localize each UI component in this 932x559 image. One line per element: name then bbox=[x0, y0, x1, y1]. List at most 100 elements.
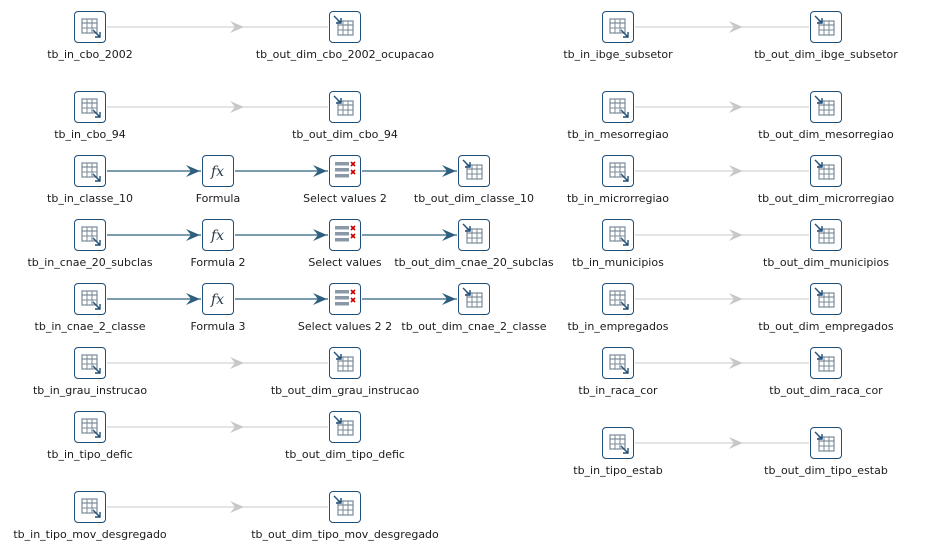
step-s23[interactable]: tb_in_ibge_subsetor bbox=[558, 11, 678, 65]
table-input-icon[interactable] bbox=[74, 347, 106, 379]
table-input-icon[interactable] bbox=[74, 91, 106, 123]
table-input-icon[interactable] bbox=[602, 219, 634, 251]
hop-arrow-icon bbox=[230, 501, 245, 513]
step-s15[interactable]: Select values 2 2 bbox=[285, 283, 405, 337]
step-s25[interactable]: tb_in_mesorregiao bbox=[558, 91, 678, 145]
table-output-icon[interactable] bbox=[810, 155, 842, 187]
step-s19[interactable]: tb_in_tipo_defic bbox=[30, 411, 150, 465]
step-s2[interactable]: tb_out_dim_cbo_2002_ocupacao bbox=[256, 11, 434, 65]
step-label: tb_out_dim_classe_10 bbox=[413, 192, 535, 205]
step-s1[interactable]: tb_in_cbo_2002 bbox=[30, 11, 150, 65]
table-input-icon[interactable] bbox=[602, 427, 634, 459]
step-s26[interactable]: tb_out_dim_mesorregiao bbox=[758, 91, 894, 145]
table-input-icon[interactable] bbox=[74, 411, 106, 443]
step-s9[interactable]: tb_in_cnae_20_subclas bbox=[27, 219, 153, 273]
step-s4[interactable]: tb_out_dim_cbo_94 bbox=[285, 91, 405, 145]
step-s27[interactable]: tb_in_microrregiao bbox=[558, 155, 678, 209]
step-s20[interactable]: tb_out_dim_tipo_defic bbox=[285, 411, 405, 465]
step-label: tb_out_dim_municipios bbox=[763, 256, 889, 269]
table-output-icon[interactable] bbox=[329, 347, 361, 379]
table-input-icon[interactable] bbox=[74, 491, 106, 523]
table-output-icon[interactable] bbox=[810, 347, 842, 379]
step-s35[interactable]: tb_in_tipo_estab bbox=[558, 427, 678, 481]
step-label: tb_in_mesorregiao bbox=[567, 128, 669, 141]
table-output-icon[interactable] bbox=[329, 91, 361, 123]
table-input-icon[interactable] bbox=[602, 347, 634, 379]
svg-text:fx: fx bbox=[210, 228, 224, 244]
table-output-icon[interactable] bbox=[458, 155, 490, 187]
select-values-icon[interactable] bbox=[329, 155, 361, 187]
step-label: tb_in_cbo_94 bbox=[54, 128, 126, 141]
step-s16[interactable]: tb_out_dim_cnae_2_classe bbox=[401, 283, 547, 337]
step-s29[interactable]: tb_in_municipios bbox=[558, 219, 678, 273]
formula-icon[interactable]: fx bbox=[202, 155, 234, 187]
step-s12[interactable]: tb_out_dim_cnae_20_subclas bbox=[394, 219, 554, 273]
table-input-icon[interactable] bbox=[602, 91, 634, 123]
formula-icon[interactable]: fx bbox=[202, 219, 234, 251]
table-output-icon[interactable] bbox=[458, 219, 490, 251]
select-values-icon[interactable] bbox=[329, 219, 361, 251]
step-s17[interactable]: tb_in_grau_instrucao bbox=[30, 347, 150, 401]
table-output-icon[interactable] bbox=[810, 427, 842, 459]
svg-text:fx: fx bbox=[210, 292, 224, 308]
step-label: Select values 2 2 bbox=[297, 320, 393, 333]
table-input-icon[interactable] bbox=[74, 219, 106, 251]
step-s32[interactable]: tb_out_dim_empregados bbox=[758, 283, 894, 337]
step-s28[interactable]: tb_out_dim_microrregiao bbox=[758, 155, 894, 209]
table-input-icon[interactable] bbox=[602, 11, 634, 43]
hop-arrow-icon bbox=[728, 357, 743, 369]
step-s18[interactable]: tb_out_dim_grau_instrucao bbox=[271, 347, 419, 401]
step-s11[interactable]: Select values bbox=[285, 219, 405, 273]
step-label: tb_out_dim_microrregiao bbox=[757, 192, 895, 205]
step-s36[interactable]: tb_out_dim_tipo_estab bbox=[764, 427, 888, 481]
table-output-icon[interactable] bbox=[810, 219, 842, 251]
step-s13[interactable]: tb_in_cnae_2_classe bbox=[30, 283, 150, 337]
step-label: Select values bbox=[308, 256, 382, 269]
step-label: tb_in_microrregiao bbox=[566, 192, 670, 205]
step-s21[interactable]: tb_in_tipo_mov_desgregado bbox=[13, 491, 167, 545]
select-values-icon[interactable] bbox=[329, 283, 361, 315]
svg-text:fx: fx bbox=[210, 164, 224, 180]
step-s22[interactable]: tb_out_dim_tipo_mov_desgregado bbox=[251, 491, 439, 545]
step-s7[interactable]: Select values 2 bbox=[285, 155, 405, 209]
step-label: tb_in_municipios bbox=[572, 256, 664, 269]
table-input-icon[interactable] bbox=[74, 11, 106, 43]
step-label: tb_out_dim_cnae_2_classe bbox=[401, 320, 547, 333]
step-s5[interactable]: tb_in_classe_10 bbox=[30, 155, 150, 209]
step-s34[interactable]: tb_out_dim_raca_cor bbox=[766, 347, 886, 401]
step-s33[interactable]: tb_in_raca_cor bbox=[558, 347, 678, 401]
step-label: Formula 2 bbox=[190, 256, 246, 269]
step-label: tb_out_dim_tipo_estab bbox=[764, 464, 888, 477]
step-label: tb_out_dim_raca_cor bbox=[769, 384, 883, 397]
hop-arrow-icon bbox=[728, 229, 743, 241]
step-label: tb_in_ibge_subsetor bbox=[563, 48, 673, 61]
hop-arrow-icon bbox=[728, 165, 743, 177]
step-s24[interactable]: tb_out_dim_ibge_subsetor bbox=[754, 11, 898, 65]
table-input-icon[interactable] bbox=[602, 283, 634, 315]
hop-arrow-icon bbox=[230, 421, 245, 433]
table-output-icon[interactable] bbox=[329, 11, 361, 43]
formula-icon[interactable]: fx bbox=[202, 283, 234, 315]
table-input-icon[interactable] bbox=[74, 283, 106, 315]
table-output-icon[interactable] bbox=[329, 491, 361, 523]
hop-arrow-icon bbox=[728, 101, 743, 113]
table-input-icon[interactable] bbox=[74, 155, 106, 187]
step-s8[interactable]: tb_out_dim_classe_10 bbox=[414, 155, 534, 209]
step-s3[interactable]: tb_in_cbo_94 bbox=[30, 91, 150, 145]
hop-arrow-icon bbox=[728, 21, 743, 33]
table-output-icon[interactable] bbox=[810, 91, 842, 123]
table-output-icon[interactable] bbox=[810, 283, 842, 315]
step-label: Formula 3 bbox=[190, 320, 246, 333]
table-input-icon[interactable] bbox=[602, 155, 634, 187]
step-s30[interactable]: tb_out_dim_municipios bbox=[763, 219, 889, 273]
step-label: tb_out_dim_mesorregiao bbox=[758, 128, 894, 141]
table-output-icon[interactable] bbox=[458, 283, 490, 315]
step-s31[interactable]: tb_in_empregados bbox=[558, 283, 678, 337]
step-label: tb_in_tipo_estab bbox=[573, 464, 663, 477]
table-output-icon[interactable] bbox=[810, 11, 842, 43]
table-output-icon[interactable] bbox=[329, 411, 361, 443]
